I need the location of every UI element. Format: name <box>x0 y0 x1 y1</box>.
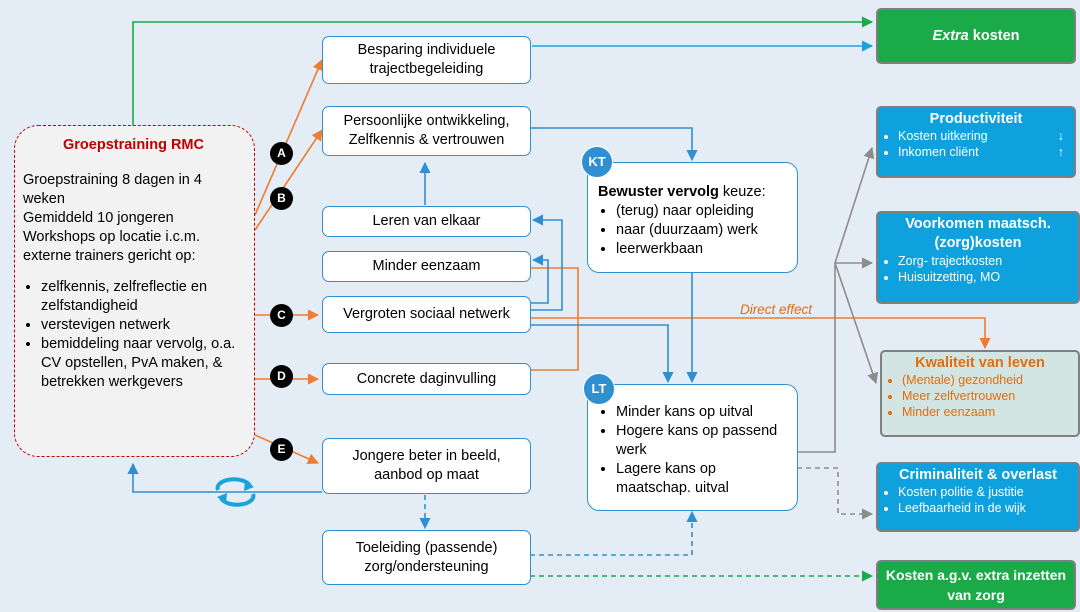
main-line-group-size: Gemiddeld 10 jongeren <box>23 210 174 226</box>
kt-bullet-list: (terug) naar opleiding naar (duurzaam) w… <box>598 202 791 259</box>
lt-bullet-list: Minder kans op uitval Hogere kans op pas… <box>598 403 791 498</box>
box-besparing: Besparing individuele trajectbegeleiding <box>322 36 531 84</box>
arrow-lt-to-kwaliteit <box>834 262 879 385</box>
box-leren-van-elkaar: Leren van elkaar <box>322 206 531 237</box>
lt-box: Minder kans op uitval Hogere kans op pas… <box>587 384 798 511</box>
lt-badge: LT <box>583 373 615 405</box>
marker-e: E <box>270 438 293 461</box>
productiviteit-item: Kosten uitkering ↓ <box>898 128 1070 144</box>
criminaliteit-title: Criminaliteit & overlast <box>899 467 1057 483</box>
productiviteit-item-text: Kosten uitkering <box>898 129 988 143</box>
kwaliteit-title: Kwaliteit van leven <box>915 355 1045 371</box>
voorkomen-item: Huisuitzetting, MO <box>898 269 1074 285</box>
criminaliteit-item: Kosten politie & justitie <box>898 484 1074 500</box>
kwaliteit-list: (Mentale) gezondheid Meer zelfvertrouwen… <box>886 372 1074 420</box>
outcome-extra-kosten: Extra kosten <box>876 8 1076 64</box>
outcome-productiviteit: Productiviteit Kosten uitkering ↓ Inkomen… <box>876 106 1076 178</box>
productiviteit-list: Kosten uitkering ↓ Inkomen cliënt ↑ <box>882 128 1070 160</box>
extra-kosten-rest: kosten <box>968 28 1020 44</box>
box-sociaal-netwerk: Vergroten sociaal netwerk <box>322 296 531 333</box>
kwaliteit-item: (Mentale) gezondheid <box>902 372 1074 388</box>
marker-d: D <box>270 365 293 388</box>
main-bullet-list: zelfkennis, zelfreflectie en zelfstandig… <box>23 278 244 392</box>
box-daginvulling: Concrete daginvulling <box>322 363 531 395</box>
box-toeleiding: Toeleiding (passende) zorg/ondersteuning <box>322 530 531 585</box>
extra-kosten-italic: Extra <box>932 28 969 44</box>
arrow-b <box>254 129 323 231</box>
arrow-eenzaam-dag-link <box>530 267 579 371</box>
arrow-down-icon: ↓ <box>1057 129 1064 143</box>
direct-effect-label: Direct effect <box>740 302 813 317</box>
arrow-netwerk-to-lt <box>530 324 674 384</box>
box-persoonlijke-ontwikkeling: Persoonlijke ontwikkeling, Zelfkennis & … <box>322 106 531 156</box>
kt-box: Bewuster vervolg keuze: (terug) naar opl… <box>587 162 798 273</box>
marker-b: B <box>270 187 293 210</box>
arrow-direct-effect <box>530 317 991 350</box>
productiviteit-item-text: Inkomen cliënt <box>898 145 979 159</box>
arrow-toeleiding-to-lt <box>530 510 698 556</box>
arrow-up-icon: ↑ <box>1057 145 1064 159</box>
arrow-lt-to-productiviteit <box>834 146 875 264</box>
voorkomen-item: Zorg- trajectkosten <box>898 253 1074 269</box>
criminaliteit-list: Kosten politie & justitie Leefbaarheid i… <box>882 484 1074 516</box>
outcome-voorkomen: Voorkomen maatsch. (zorg)kosten Zorg- tr… <box>876 211 1080 304</box>
arrow-netwerk-to-leren <box>530 214 563 311</box>
arrow-beeld-to-main <box>127 462 322 493</box>
arrow-lt-to-outcomes <box>797 263 836 453</box>
arrow-a <box>254 58 324 216</box>
productiviteit-item: Inkomen cliënt ↑ <box>898 144 1070 160</box>
arrow-lt-to-criminaliteit <box>797 467 874 520</box>
lt-bullet: Minder kans op uitval <box>616 403 791 422</box>
outcome-criminaliteit: Criminaliteit & overlast Kosten politie … <box>876 462 1080 532</box>
arrow-main-to-extra-kosten <box>132 16 874 125</box>
kt-bullet: (terug) naar opleiding <box>616 202 791 221</box>
main-bullet: verstevigen netwerk <box>41 316 244 335</box>
kt-bullet: leerwerkbaan <box>616 240 791 259</box>
voorkomen-list: Zorg- trajectkosten Huisuitzetting, MO <box>882 253 1074 285</box>
main-bullet: bemiddeling naar vervolg, o.a. CV opstel… <box>41 335 244 392</box>
kt-title-rest: keuze: <box>718 184 766 200</box>
main-line-workshops: Workshops op locatie i.c.m. externe trai… <box>23 229 201 264</box>
lt-bullet: Hogere kans op passend werk <box>616 422 791 460</box>
kt-title: Bewuster vervolg keuze: <box>598 183 791 202</box>
main-line-duration: Groepstraining 8 dagen in 4 weken <box>23 172 202 207</box>
outcome-kwaliteit-van-leven: Kwaliteit van leven (Mentale) gezondheid… <box>880 350 1080 437</box>
main-title: Groepstraining RMC <box>63 137 204 153</box>
arrow-persoonlijk-to-kt <box>530 127 698 162</box>
box-beter-in-beeld: Jongere beter in beeld, aanbod op maat <box>322 438 531 494</box>
kwaliteit-item: Meer zelfvertrouwen <box>902 388 1074 404</box>
box-minder-eenzaam: Minder eenzaam <box>322 251 531 282</box>
voorkomen-title: Voorkomen maatsch. (zorg)kosten <box>905 216 1051 251</box>
main-bullet: zelfkennis, zelfreflectie en zelfstandig… <box>41 278 244 316</box>
kt-bullet: naar (duurzaam) werk <box>616 221 791 240</box>
criminaliteit-item: Leefbaarheid in de wijk <box>898 500 1074 516</box>
main-training-box: Groepstraining RMC Groepstraining 8 dage… <box>14 125 255 457</box>
arrow-netwerk-to-eenzaam <box>530 254 549 304</box>
lt-bullet: Lagere kans op maatschap. uitval <box>616 460 791 498</box>
kt-title-bold: Bewuster vervolg <box>598 184 719 200</box>
outcome-kosten-zorg: Kosten a.g.v. extra inzetten van zorg <box>876 560 1076 610</box>
kt-badge: KT <box>581 146 613 178</box>
kwaliteit-item: Minder eenzaam <box>902 404 1074 420</box>
marker-a: A <box>270 142 293 165</box>
productiviteit-title: Productiviteit <box>929 111 1023 127</box>
cycle-icon <box>215 477 256 507</box>
marker-c: C <box>270 304 293 327</box>
